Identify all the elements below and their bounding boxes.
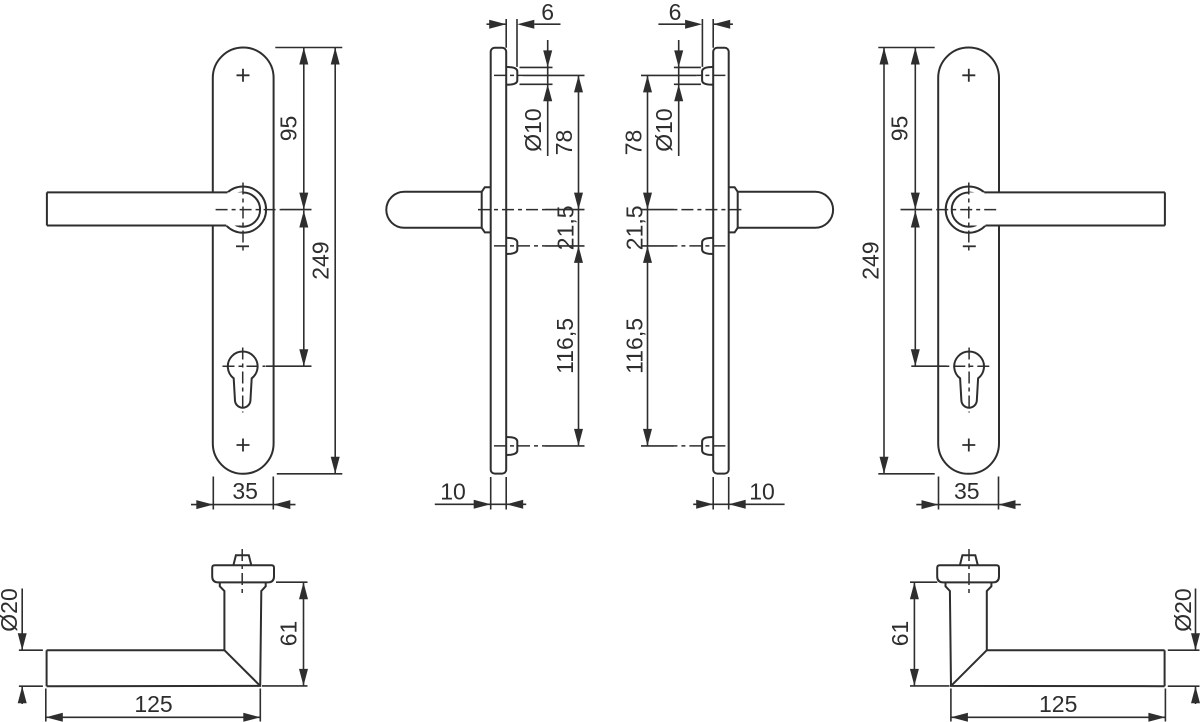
svg-text:249: 249 bbox=[307, 241, 333, 279]
svg-text:Ø20: Ø20 bbox=[1170, 588, 1196, 631]
svg-text:78: 78 bbox=[551, 130, 577, 156]
svg-text:95: 95 bbox=[887, 116, 913, 142]
svg-text:116,5: 116,5 bbox=[622, 318, 648, 374]
svg-text:10: 10 bbox=[440, 479, 466, 505]
svg-text:78: 78 bbox=[621, 130, 647, 156]
svg-text:6: 6 bbox=[541, 0, 554, 25]
svg-text:Ø10: Ø10 bbox=[651, 108, 677, 151]
svg-text:125: 125 bbox=[134, 691, 172, 717]
svg-text:116,5: 116,5 bbox=[552, 318, 578, 374]
svg-text:61: 61 bbox=[887, 621, 913, 647]
svg-text:Ø20: Ø20 bbox=[0, 588, 22, 631]
svg-text:125: 125 bbox=[1039, 691, 1077, 717]
svg-text:95: 95 bbox=[275, 116, 301, 142]
svg-text:21,5: 21,5 bbox=[622, 205, 648, 250]
svg-text:10: 10 bbox=[749, 479, 775, 505]
svg-text:6: 6 bbox=[669, 0, 682, 25]
svg-text:Ø10: Ø10 bbox=[520, 108, 546, 151]
svg-text:35: 35 bbox=[954, 478, 980, 504]
svg-text:249: 249 bbox=[858, 241, 884, 279]
svg-text:35: 35 bbox=[232, 478, 258, 504]
svg-text:61: 61 bbox=[275, 621, 301, 647]
svg-text:21,5: 21,5 bbox=[552, 205, 578, 250]
